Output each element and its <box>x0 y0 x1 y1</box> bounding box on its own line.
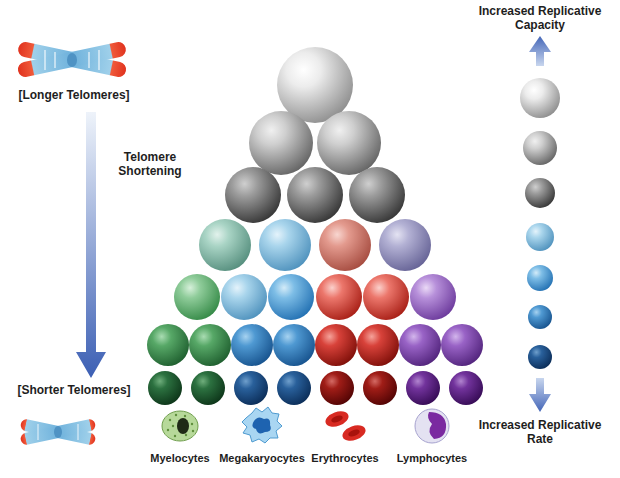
chromosome-long <box>17 41 128 79</box>
cell-column <box>520 78 560 369</box>
axis-label: Increased Replicative Capacity <box>470 4 610 33</box>
shortening-arrow <box>76 112 106 378</box>
axis-label: Increased Replicative Rate <box>470 418 610 447</box>
telomere-label: [Longer Telomeres] <box>4 88 144 102</box>
telomere-label: [Shorter Telomeres] <box>4 383 144 397</box>
chromosome-short <box>20 418 97 446</box>
lymphocyte-icon <box>415 409 449 443</box>
cell-type-label: Lymphocytes <box>387 452 477 465</box>
erythrocyte-icon <box>323 408 367 443</box>
cell-pyramid <box>147 47 483 405</box>
rate-arrow <box>529 378 551 412</box>
process-label: Telomere Shortening <box>110 150 190 179</box>
cell-type-label: Myelocytes <box>135 452 225 465</box>
cell-type-label: Megakaryocytes <box>212 452 312 465</box>
cell-type-label: Erythrocytes <box>300 452 390 465</box>
megakaryocyte-icon <box>242 407 282 443</box>
capacity-arrow <box>529 36 551 66</box>
myelocyte-icon <box>162 411 198 441</box>
